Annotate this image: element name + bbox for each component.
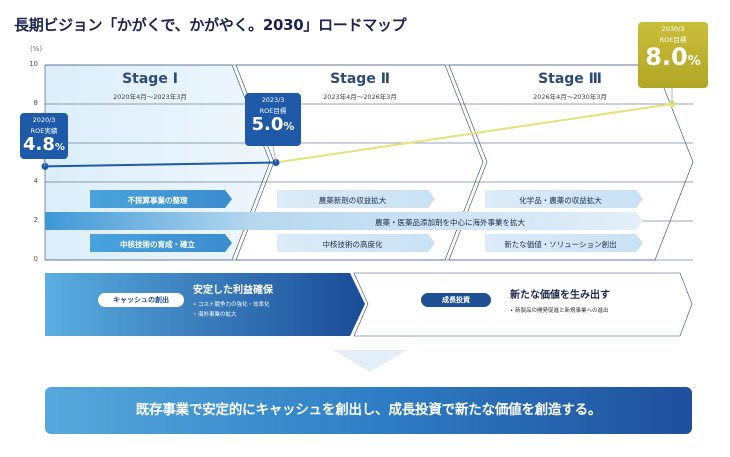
footer-banner: 既存事業で安定的にキャッシュを創出し、成長投資で新たな価値を創造する。 (45, 387, 692, 434)
growth-arrow (353, 272, 693, 337)
y-tick-label: 2 (33, 216, 38, 224)
row3-bar-1-label: 中核技術の育成・確立 (120, 240, 195, 249)
roe-callout-2023-value: 5.0% (251, 114, 295, 135)
row3-bar-3-label: 新たな価値・ソリューション創出 (504, 240, 617, 249)
row1-bar-3-label: 化学品・農薬の収益拡大 (519, 196, 602, 205)
y-tick-label: 8 (33, 99, 38, 107)
cash-bullet-1: • コスト競争力の強化・効率化 (193, 302, 270, 308)
stage-1-title: Stage Ⅰ (122, 71, 178, 87)
row1-bar-1-label: 不採算事業の整理 (127, 196, 188, 205)
y-axis-unit: (%) (30, 45, 43, 53)
growth-bullet-1: • 新製品の開発促進と新規事業への進出 (510, 308, 609, 314)
y-tick-label: 4 (33, 177, 38, 185)
row1-bar-2 (277, 190, 435, 208)
growth-investment-badge: 成長投資 (421, 293, 491, 307)
roe-callout-2023-label: ROE目標 (259, 107, 287, 115)
roe-series-line (275, 103, 673, 164)
row3-bar-3 (485, 234, 643, 252)
roe-lines (41, 88, 676, 170)
cash-creation-badge: キャッシュの創出 (98, 293, 184, 307)
roe-callout-2020-label: ROE実績 (30, 127, 58, 135)
cash-bullet-2: • 海外事業の拡大 (193, 312, 237, 318)
roe-callout-2030-date: 2030/3 (661, 25, 685, 33)
down-chevron (333, 350, 407, 372)
row1-bar-1 (90, 190, 232, 208)
cash-arrow (45, 273, 365, 336)
cash-title: 安定した利益確保 (193, 285, 273, 296)
roe-callout-2030-value: 8.0% (645, 43, 701, 71)
callout-connector (272, 145, 277, 163)
row2-bar-label: 農薬・医薬品添加剤を中心に海外事業を拡大 (375, 218, 525, 227)
row3-bar-2 (277, 234, 435, 252)
row3-bar-1 (90, 234, 232, 252)
stage-2-title: Stage Ⅱ (330, 71, 390, 87)
callout-connector (43, 158, 46, 167)
roe-series-line (44, 161, 277, 168)
y-tick-label: 10 (29, 60, 38, 68)
stage-3-title: Stage Ⅲ (538, 71, 602, 87)
stage-3-period: 2026年4月～2030年3月 (533, 93, 607, 101)
roe-callout-2020: 2020/3 ROE実績 4.8% (20, 113, 68, 159)
y-tick-label: 0 (33, 255, 38, 263)
row1-bar-3 (485, 190, 643, 208)
row3-bar-2-label: 中核技術の高度化 (322, 240, 383, 249)
stage-2-period: 2023年4月～2026年3月 (323, 93, 397, 101)
roe-callout-2020-date: 2020/3 (32, 116, 56, 124)
growth-title: 新たな価値を生み出す (510, 290, 610, 301)
roe-callout-2020-value: 4.8% (23, 134, 65, 155)
roe-callout-2030-label: ROE目標 (659, 36, 687, 44)
stage-1-period: 2020年4月～2023年3月 (113, 93, 187, 101)
row2-bar (45, 212, 643, 230)
roe-callout-2030: 2030/3 ROE目標 8.0% (638, 22, 708, 88)
row1-bar-2-label: 農薬新剤の収益拡大 (318, 196, 387, 205)
page-title: 長期ビジョン「かがくで、かがやく。2030」ロードマップ (14, 16, 407, 34)
roe-callout-2023-date: 2023/3 (261, 96, 285, 104)
roe-callout-2023: 2023/3 ROE目標 5.0% (245, 93, 301, 146)
